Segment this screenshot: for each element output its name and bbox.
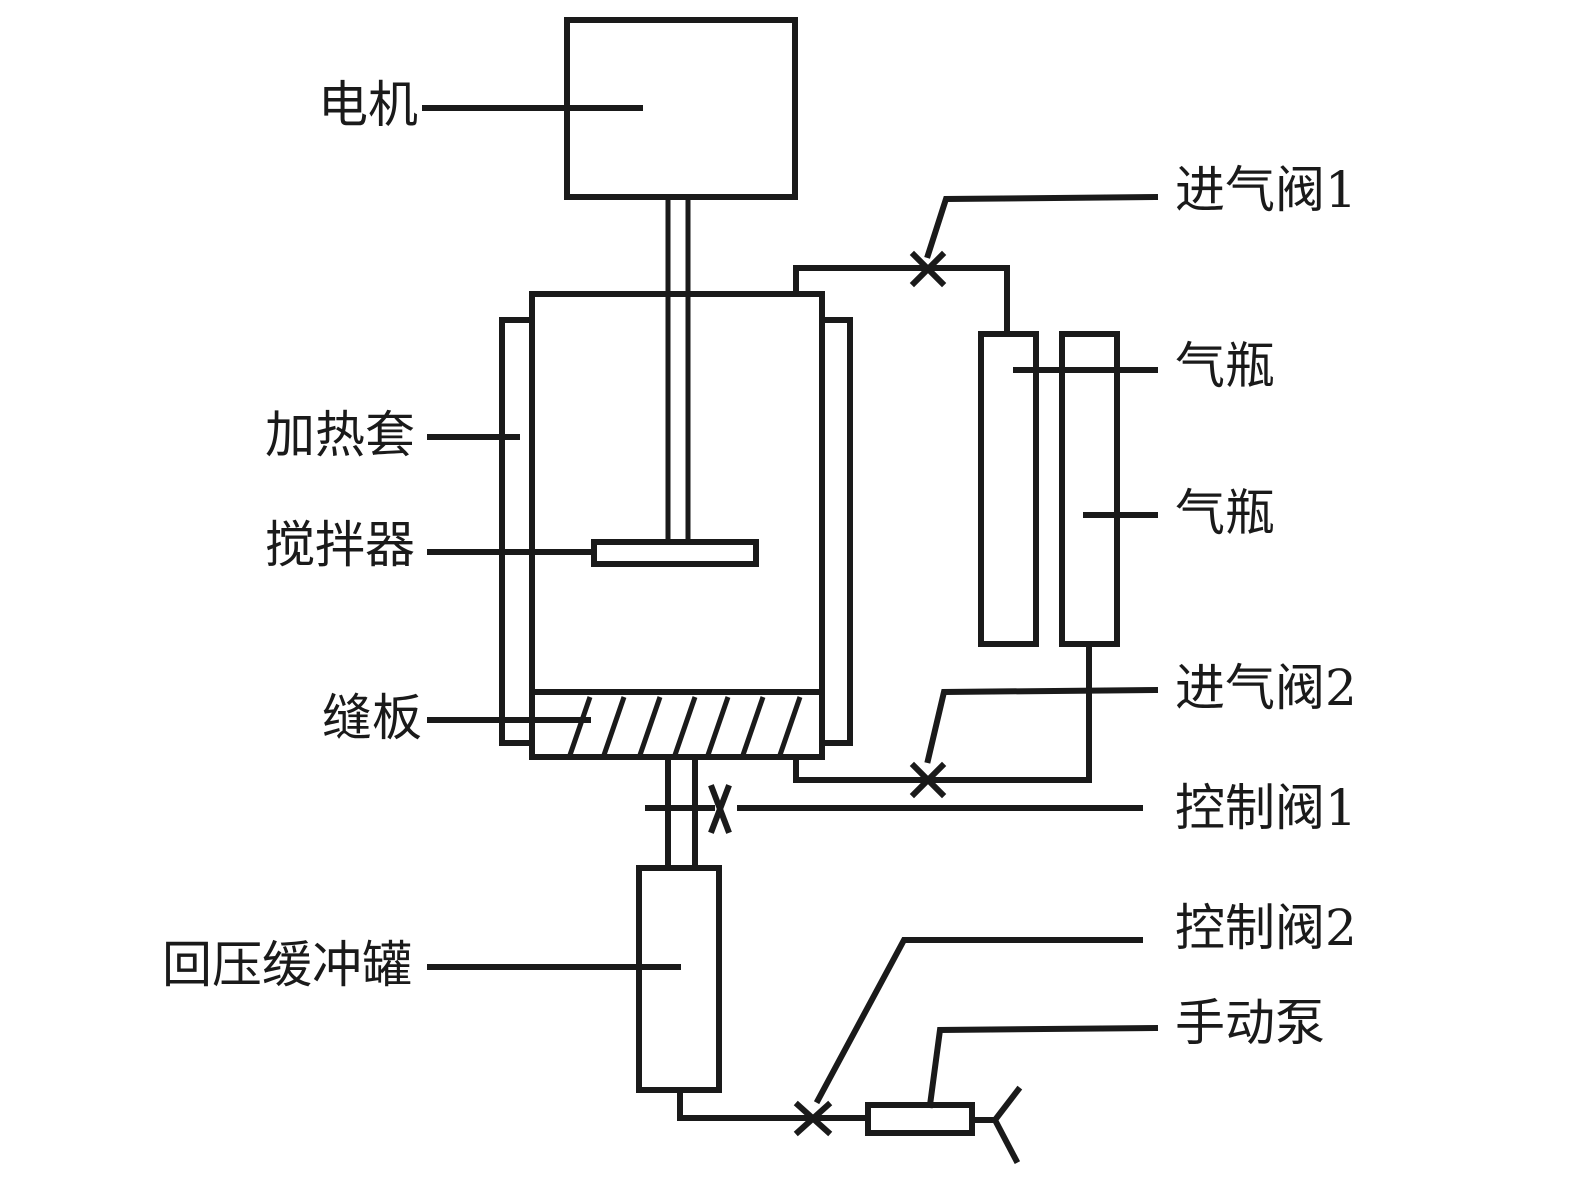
stirrer-shaft (665, 194, 691, 545)
label-inlet-valve-2: 进气阀2 (1175, 659, 1357, 717)
stirrer-blade (591, 539, 759, 567)
gas-inlet-pipe-top (793, 265, 1010, 337)
label-heating-jacket: 加热套 (265, 406, 415, 464)
reactor-vessel (529, 291, 825, 760)
label-gas-cylinder-1: 气瓶 (1175, 337, 1275, 395)
gas-cylinder-2 (1059, 331, 1120, 647)
inlet-valve-1-symbol (909, 250, 947, 288)
heating-jacket-left (499, 317, 535, 746)
hand-pump-body (865, 1102, 975, 1136)
label-motor: 电机 (318, 76, 418, 134)
label-stirrer: 搅拌器 (265, 516, 415, 574)
control-valve-2-symbol (793, 1100, 833, 1137)
back-pressure-tank (636, 865, 722, 1093)
label-back-pressure-tank: 回压缓冲罐 (162, 936, 412, 994)
label-gas-cylinder-2: 气瓶 (1175, 484, 1275, 542)
label-control-valve-1: 控制阀1 (1175, 779, 1357, 837)
slot-plate-hatch (567, 696, 803, 756)
label-control-valve-2: 控制阀2 (1175, 899, 1357, 957)
gas-cylinder-1 (978, 331, 1039, 647)
leader-inlet-valve-2 (924, 686, 1159, 764)
inlet-valve-2-symbol (909, 761, 947, 799)
heating-jacket-right (819, 317, 853, 746)
leader-hand-pump (926, 1024, 1159, 1109)
label-inlet-valve-1: 进气阀1 (1175, 161, 1357, 219)
leader-control-valve-2 (813, 937, 1143, 1105)
label-hand-pump: 手动泵 (1175, 994, 1325, 1052)
gas-inlet-pipe-bottom (793, 641, 1092, 783)
leader-inlet-valve-1 (924, 193, 1159, 259)
hand-pump-handle (969, 1085, 1023, 1165)
control-valve-1-symbol (708, 784, 732, 834)
label-slot-plate: 缝板 (322, 689, 422, 747)
lower-pipe (677, 1087, 871, 1121)
